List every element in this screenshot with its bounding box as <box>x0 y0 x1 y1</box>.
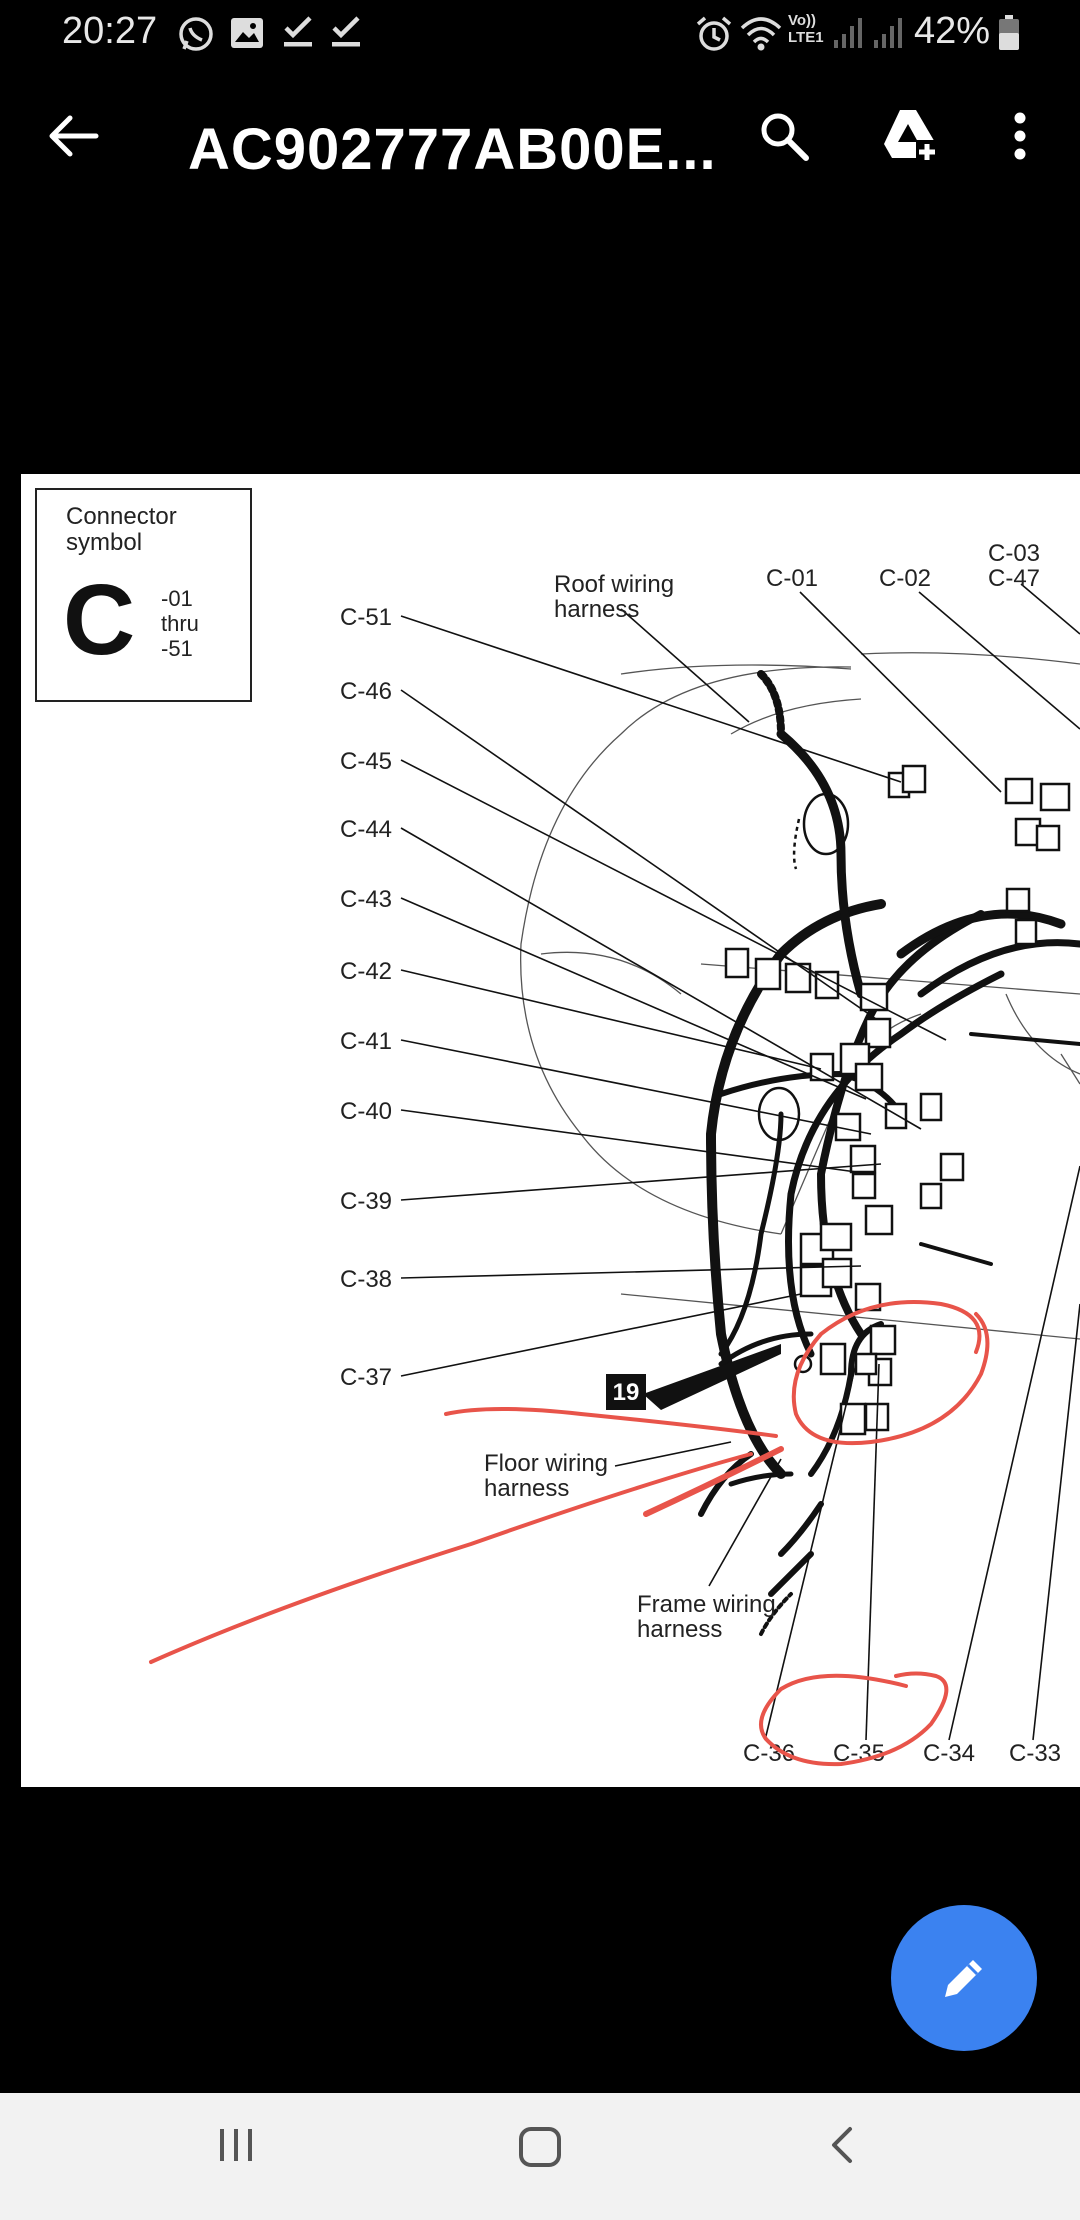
callout-c33: C-33 <box>1009 1740 1061 1767</box>
wiring-diagram: Connector symbol C -01 thru -51 <box>35 488 1080 1767</box>
frame-harness-label-2: harness <box>637 1616 722 1643</box>
callout-c40: C-40 <box>340 1098 392 1125</box>
callout-c41: C-41 <box>340 1028 392 1055</box>
left-callouts: C-51 C-46 C-45 C-44 C-43 C-42 C-41 C-40 … <box>340 604 392 1391</box>
connector-blocks <box>724 764 1071 1436</box>
connector-range-1: -01 <box>161 586 193 611</box>
red-stroke-lower <box>149 1452 753 1664</box>
frame-harness-label-1: Frame wiring <box>637 1591 776 1618</box>
edit-fab-button[interactable] <box>891 1905 1037 2051</box>
back-arrow-icon[interactable] <box>48 114 100 158</box>
check-download-icon <box>332 16 360 47</box>
network-label-bottom: LTE1 <box>788 29 824 46</box>
drive-add-icon[interactable] <box>880 106 940 166</box>
connector-title-2: symbol <box>66 529 142 556</box>
callout-c47: C-47 <box>988 565 1040 592</box>
roof-harness-label-1: Roof wiring <box>554 571 674 598</box>
signal-icon <box>874 18 902 48</box>
callout-c42: C-42 <box>340 958 392 985</box>
callout-c39: C-39 <box>340 1188 392 1215</box>
search-icon[interactable] <box>758 110 810 162</box>
figure-badge-label: 19 <box>613 1379 640 1406</box>
top-callouts: C-01 C-02 C-03 C-47 <box>766 540 1040 592</box>
home-icon[interactable] <box>516 2123 564 2171</box>
red-stroke-floor <box>444 1407 778 1438</box>
callout-c51: C-51 <box>340 604 392 631</box>
callout-c46: C-46 <box>340 678 392 705</box>
callout-c37: C-37 <box>340 1364 392 1391</box>
red-stroke-arrow <box>643 1446 784 1517</box>
battery-icon <box>999 15 1019 50</box>
app-bar: AC902777AB00E... <box>0 66 1080 206</box>
red-annotations <box>149 1300 990 1767</box>
red-circle-connectors <box>791 1300 990 1446</box>
floor-harness-label-2: harness <box>484 1475 569 1502</box>
callout-c03: C-03 <box>988 540 1040 567</box>
alarm-icon <box>696 16 732 51</box>
callout-c34: C-34 <box>923 1740 975 1767</box>
document-page[interactable]: Connector symbol C -01 thru -51 <box>21 474 1080 1787</box>
connector-symbol-box: Connector symbol C -01 thru -51 <box>35 488 252 702</box>
bottom-callouts: C-36 C-35 C-34 C-33 <box>743 1740 1061 1767</box>
pencil-icon <box>945 1960 982 1997</box>
network-label-top: Vo)) <box>788 12 817 29</box>
status-time: 20:27 <box>62 10 158 52</box>
connector-range-3: -51 <box>161 636 193 661</box>
image-icon <box>231 18 263 48</box>
red-circle-c35 <box>759 1671 949 1767</box>
callout-c38: C-38 <box>340 1266 392 1293</box>
callout-c43: C-43 <box>340 886 392 913</box>
roof-harness-label-2: harness <box>554 596 639 623</box>
check-download-icon <box>284 16 312 47</box>
connector-title-1: Connector <box>66 503 177 530</box>
connector-range-2: thru <box>161 611 199 636</box>
system-nav-bar <box>0 2093 1080 2220</box>
callout-c02: C-02 <box>879 565 931 592</box>
recent-apps-icon[interactable] <box>214 2123 258 2167</box>
more-vert-icon[interactable] <box>1006 110 1034 162</box>
battery-percent: 42% <box>914 10 991 52</box>
status-bar: 20:27 Vo)) LTE1 42% <box>0 0 1080 66</box>
leader-lines <box>400 583 1080 1741</box>
document-title: AC902777AB00E... <box>188 117 717 182</box>
figure-badge <box>606 1374 646 1410</box>
whatsapp-icon <box>179 17 213 51</box>
floor-harness-label-1: Floor wiring <box>484 1450 608 1477</box>
connector-letter: C <box>63 564 135 676</box>
callout-c45: C-45 <box>340 748 392 775</box>
back-icon[interactable] <box>822 2123 862 2167</box>
signal-icon <box>834 18 862 48</box>
callout-c44: C-44 <box>340 816 392 843</box>
wifi-icon <box>740 17 782 51</box>
callout-c01: C-01 <box>766 565 818 592</box>
